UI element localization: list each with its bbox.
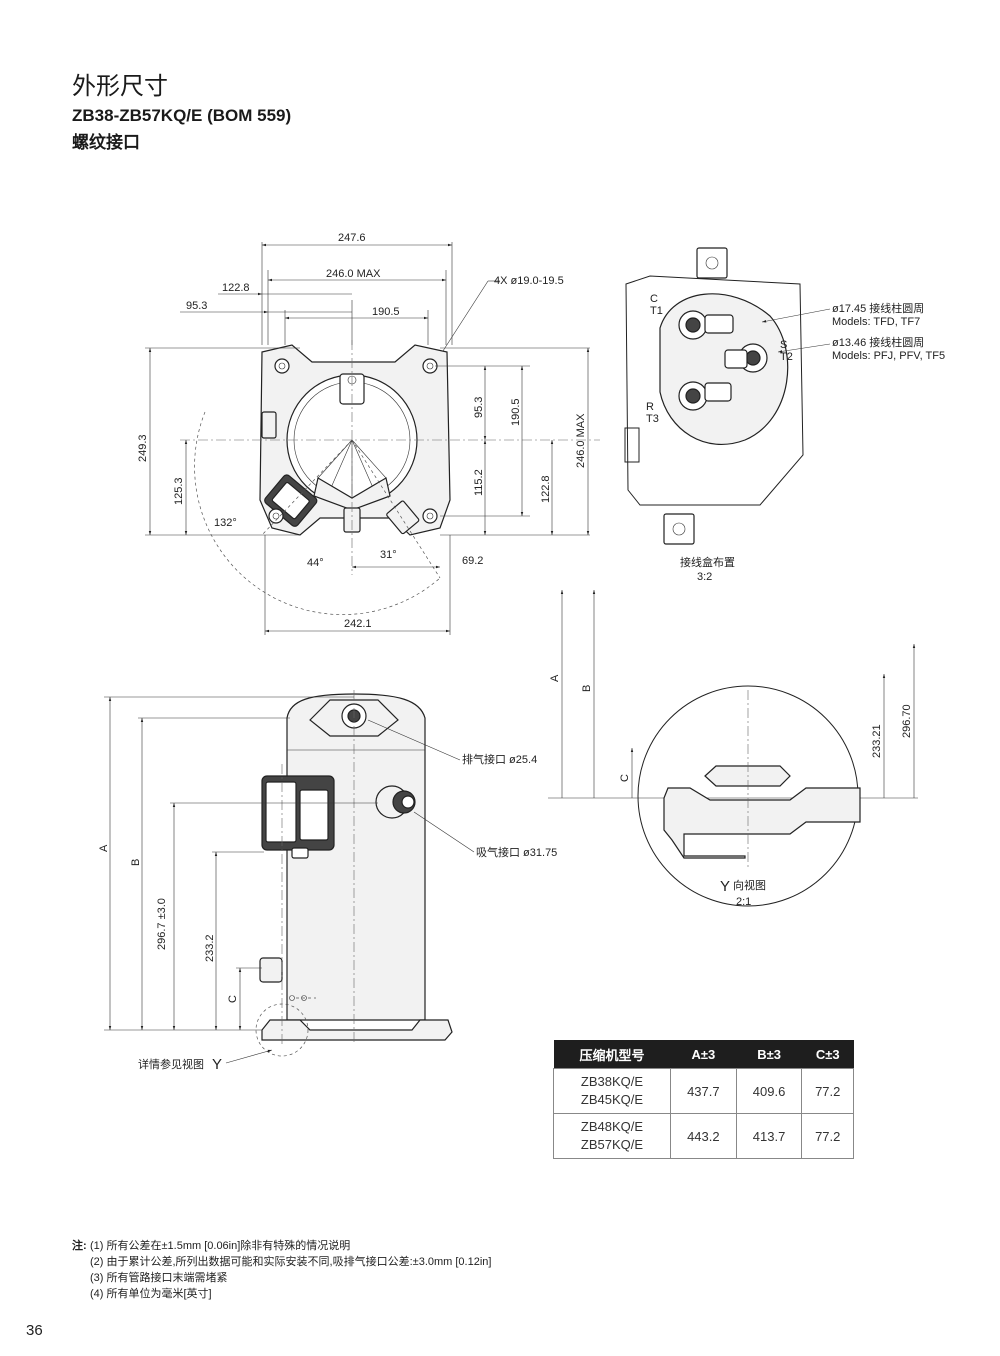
dim-122-8-v: 122.8 [540, 475, 552, 503]
row-a: 437.7 [670, 1068, 737, 1114]
front-dim-296-7: 296.7 ±3.0 [156, 898, 168, 950]
dim-115-2: 115.2 [473, 469, 485, 496]
terminal-s-label: S [780, 339, 787, 351]
dim-190-5: 190.5 [372, 306, 400, 318]
detail-caption-letter: Y [720, 878, 730, 895]
dim-247-6: 247.6 [338, 232, 366, 244]
dim-249-3: 249.3 [137, 434, 149, 462]
front-dim-a: A [98, 844, 110, 852]
detail-caption: 向视图 [733, 878, 766, 892]
detail-ref-label: 详情参见视图 [138, 1057, 204, 1071]
spec-table: 压缩机型号 A±3 B±3 C±3 ZB38KQ/E ZB45KQ/E 437.… [553, 1040, 854, 1159]
dim-69-2: 69.2 [462, 555, 483, 567]
spec-table-header: 压缩机型号 A±3 B±3 C±3 [553, 1040, 854, 1069]
notes: 注:(1) 所有公差在±1.5mm [0.06in]除非有特殊的情况说明 (2)… [72, 1238, 491, 1302]
terminal-box-view: C T1 S T2 R T3 ø17.45 接线柱圆周 Models: TFD,… [624, 247, 945, 583]
suction-fitting [375, 785, 416, 819]
suction-callout: 吸气接口 ø31.75 [476, 845, 557, 859]
terminal-r-icon [678, 381, 732, 411]
dim-125-3: 125.3 [173, 477, 185, 505]
terminal-t3-label: T3 [646, 413, 659, 425]
terminal-s-icon [724, 343, 768, 373]
terminal-box-scale: 3:2 [697, 571, 712, 583]
note-13-46-models: Models: PFJ, PFV, TF5 [832, 350, 945, 362]
detail-view-y: A B C 233.21 296.70 Y 向视图 2:1 [548, 590, 918, 908]
note-4: (4) 所有单位为毫米[英寸] [90, 1288, 212, 1300]
front-dim-233-2: 233.2 [204, 934, 216, 962]
row-c: 77.2 [801, 1068, 854, 1114]
top-view: 247.6 246.0 MAX 122.8 95.3 190.5 4X ø19.… [137, 232, 600, 635]
terminal-r-label: R [646, 401, 654, 413]
detail-dim-296-70: 296.70 [901, 704, 913, 738]
dim-246-max: 246.0 MAX [326, 268, 381, 280]
note-1: (1) 所有公差在±1.5mm [0.06in]除非有特殊的情况说明 [90, 1240, 351, 1252]
detail-scale: 2:1 [736, 896, 751, 908]
angle-31: 31° [380, 549, 397, 561]
detail-dim-c: C [619, 774, 631, 782]
row-a: 443.2 [670, 1113, 737, 1159]
terminal-c-label: C [650, 293, 658, 305]
detail-ref-letter: Y [212, 1056, 222, 1073]
angle-44: 44° [307, 557, 324, 569]
header-b: B±3 [736, 1040, 802, 1069]
electrical-box [261, 775, 335, 859]
connection-subtitle: 螺纹接口 [72, 133, 140, 152]
row-models: ZB38KQ/E ZB45KQ/E [553, 1068, 671, 1114]
row-c: 77.2 [801, 1113, 854, 1159]
front-view: 排气接口 ø25.4 吸气接口 ø31.75 A B 296.7 ±3.0 23… [98, 690, 557, 1073]
detail-dim-233-21: 233.21 [871, 724, 883, 758]
model-subtitle: ZB38-ZB57KQ/E (BOM 559) [72, 106, 292, 125]
note-3: (3) 所有管路接口末端需堵紧 [90, 1272, 228, 1284]
row-models: ZB48KQ/E ZB57KQ/E [553, 1113, 671, 1159]
table-row: ZB48KQ/E ZB57KQ/E 443.2 413.7 77.2 [553, 1113, 854, 1159]
angle-132: 132° [214, 517, 237, 529]
page-number: 36 [26, 1322, 43, 1339]
terminal-t2-label: T2 [780, 351, 793, 363]
notes-lead: 注: [72, 1240, 87, 1252]
front-dim-b: B [130, 859, 142, 866]
header-model: 压缩机型号 [553, 1040, 671, 1069]
front-dim-c: C [227, 995, 239, 1003]
discharge-callout: 排气接口 ø25.4 [462, 752, 537, 766]
dim-95-3-v: 95.3 [473, 397, 485, 418]
header-a: A±3 [670, 1040, 737, 1069]
table-row: ZB38KQ/E ZB45KQ/E 437.7 409.6 77.2 [553, 1068, 854, 1114]
terminal-box-caption: 接线盒布置 [680, 555, 735, 569]
terminal-t1-label: T1 [650, 305, 663, 317]
note-17-45-models: Models: TFD, TF7 [832, 316, 920, 328]
note-2: (2) 由于累计公差,所列出数据可能和实际安装不同,吸排气接口公差:±3.0mm… [90, 1256, 492, 1268]
holes-callout: 4X ø19.0-19.5 [494, 275, 564, 287]
header-c: C±3 [801, 1040, 854, 1069]
dim-242-1: 242.1 [344, 618, 372, 630]
note-13-46: ø13.46 接线柱圆周 [832, 335, 924, 349]
dim-95-3: 95.3 [186, 300, 207, 312]
dim-190-5-v: 190.5 [510, 398, 522, 426]
row-b: 409.6 [735, 1068, 803, 1114]
dim-122-8: 122.8 [222, 282, 250, 294]
row-b: 413.7 [735, 1113, 803, 1159]
page-title: 外形尺寸 [72, 73, 168, 100]
dim-246-max-v: 246.0 MAX [575, 413, 587, 468]
detail-dim-b: B [581, 685, 593, 692]
terminal-c-icon [678, 310, 734, 340]
note-17-45: ø17.45 接线柱圆周 [832, 301, 924, 315]
detail-dim-a: A [549, 674, 561, 682]
